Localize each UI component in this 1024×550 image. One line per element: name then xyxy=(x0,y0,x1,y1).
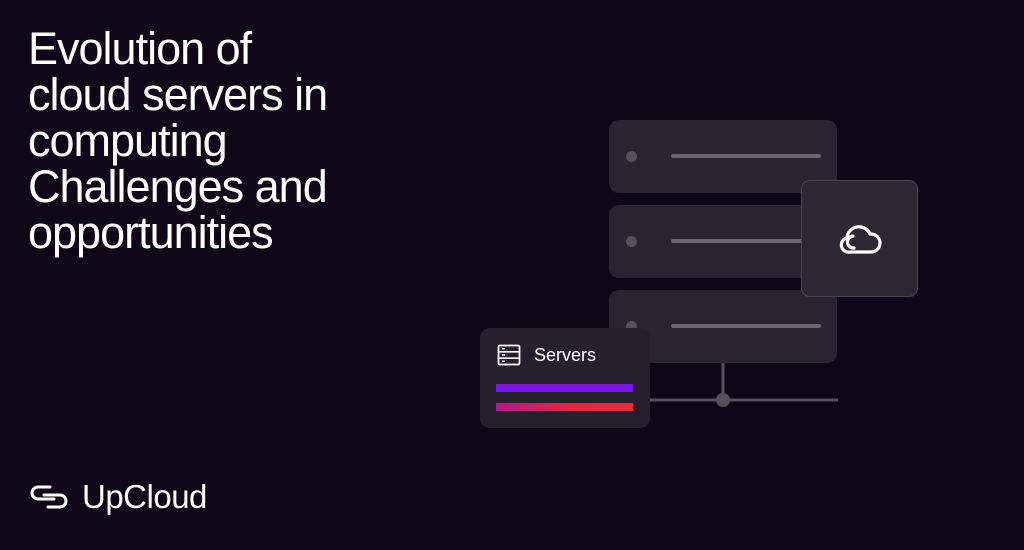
rack-line xyxy=(671,239,821,243)
usage-bar-purple xyxy=(496,384,633,392)
status-dot xyxy=(626,151,637,162)
network-connector xyxy=(640,362,838,407)
brand-name: UpCloud xyxy=(82,478,207,515)
rack-line xyxy=(671,324,821,328)
status-dot xyxy=(626,321,637,332)
headline-line: opportunities xyxy=(28,207,274,258)
cloud-tile xyxy=(801,180,918,297)
server-rack xyxy=(609,205,837,278)
headline-line: cloud servers in xyxy=(28,69,328,120)
rack-line xyxy=(671,154,821,158)
headline: Evolution of cloud servers in computing … xyxy=(28,26,428,256)
upcloud-logo-icon xyxy=(30,485,68,509)
usage-bar-red xyxy=(496,403,633,411)
cloud-icon xyxy=(839,224,882,254)
servers-card-header: Servers xyxy=(497,344,596,366)
server-icon xyxy=(497,344,521,366)
headline-line: computing xyxy=(28,115,228,166)
brand-logo: UpCloud xyxy=(28,478,207,516)
headline-line: Evolution of xyxy=(28,23,252,74)
status-dot xyxy=(626,236,637,247)
server-rack xyxy=(609,120,837,193)
servers-card: Servers xyxy=(480,328,650,428)
servers-card-label: Servers xyxy=(534,344,597,365)
headline-line: Challenges and xyxy=(28,161,328,212)
